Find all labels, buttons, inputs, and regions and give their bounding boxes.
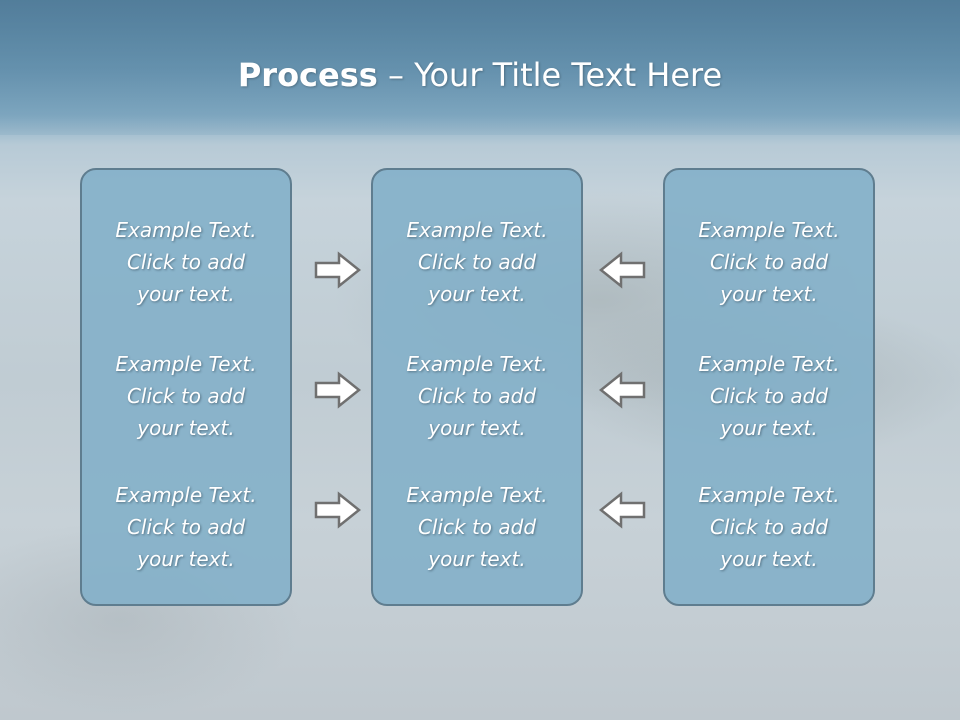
arrow-left-icon [598, 371, 646, 409]
arrow-left-icon [598, 251, 646, 289]
text-line: Example Text. [406, 352, 548, 376]
text-line: Click to add [709, 250, 829, 274]
title-rest: – Your Title Text Here [377, 56, 723, 94]
panel-text-block[interactable]: Example Text. Click to add your text. [665, 348, 873, 444]
text-line: Click to add [709, 515, 829, 539]
text-line: Click to add [417, 250, 537, 274]
header-band [0, 0, 960, 135]
process-panel-right[interactable]: Example Text. Click to add your text. Ex… [663, 168, 875, 606]
text-line: your text. [720, 416, 818, 440]
process-panel-left[interactable]: Example Text. Click to add your text. Ex… [80, 168, 292, 606]
text-line: Click to add [417, 384, 537, 408]
panel-text-block[interactable]: Example Text. Click to add your text. [82, 479, 290, 575]
text-line: your text. [428, 282, 526, 306]
text-line: your text. [137, 282, 235, 306]
text-line: Click to add [126, 384, 246, 408]
text-line: Example Text. [406, 218, 548, 242]
process-panel-middle[interactable]: Example Text. Click to add your text. Ex… [371, 168, 583, 606]
text-line: your text. [137, 547, 235, 571]
panel-text-block[interactable]: Example Text. Click to add your text. [373, 348, 581, 444]
text-line: Click to add [709, 384, 829, 408]
text-line: Example Text. [698, 352, 840, 376]
panel-text-block[interactable]: Example Text. Click to add your text. [373, 214, 581, 310]
panel-text-block[interactable]: Example Text. Click to add your text. [665, 214, 873, 310]
text-line: your text. [137, 416, 235, 440]
text-line: Example Text. [115, 218, 257, 242]
panel-text-block[interactable]: Example Text. Click to add your text. [373, 479, 581, 575]
text-line: Click to add [417, 515, 537, 539]
panel-text-block[interactable]: Example Text. Click to add your text. [82, 214, 290, 310]
text-line: Example Text. [115, 352, 257, 376]
arrow-right-icon [314, 251, 362, 289]
text-line: Example Text. [406, 483, 548, 507]
panel-text-block[interactable]: Example Text. Click to add your text. [82, 348, 290, 444]
text-line: Click to add [126, 250, 246, 274]
text-line: your text. [428, 416, 526, 440]
arrow-left-icon [598, 491, 646, 529]
arrow-right-icon [314, 491, 362, 529]
slide-title[interactable]: Process – Your Title Text Here [0, 50, 960, 100]
text-line: your text. [720, 282, 818, 306]
panel-text-block[interactable]: Example Text. Click to add your text. [665, 479, 873, 575]
arrow-right-icon [314, 371, 362, 409]
text-line: Example Text. [698, 483, 840, 507]
text-line: Click to add [126, 515, 246, 539]
text-line: your text. [428, 547, 526, 571]
text-line: Example Text. [698, 218, 840, 242]
text-line: your text. [720, 547, 818, 571]
text-line: Example Text. [115, 483, 257, 507]
title-bold: Process [237, 56, 378, 94]
